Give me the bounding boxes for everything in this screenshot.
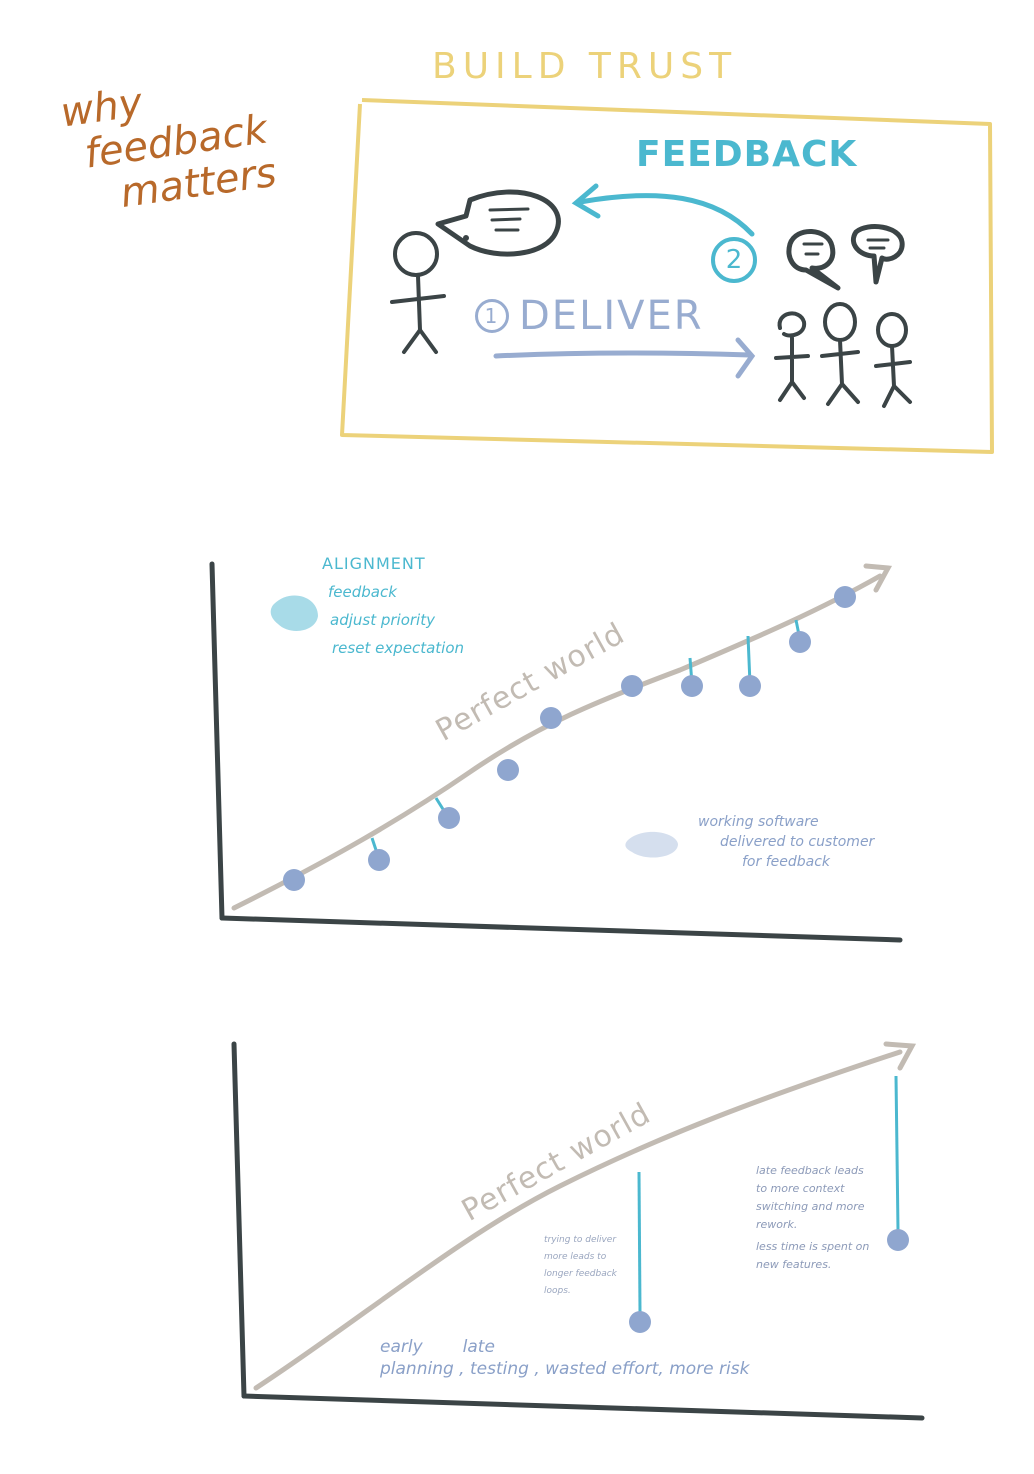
dots-note-line: for feedback (742, 854, 831, 870)
alignment-heading: ALIGNMENT (322, 554, 426, 573)
chart2-dot (887, 1229, 909, 1251)
alignment-item: adjust priority (330, 611, 435, 629)
middle-note-line: more leads to (544, 1252, 607, 1262)
chart1-delivery-swatch (625, 831, 678, 858)
feedback-arrow (571, 183, 755, 237)
deliver-arrow (493, 337, 756, 379)
chart1-dot (789, 631, 811, 653)
early-label: early (380, 1337, 423, 1357)
audience-speech-bubbles (786, 224, 905, 291)
right-note-line: to more context (756, 1182, 845, 1195)
chart2-delivery-dots (629, 1229, 909, 1333)
chart1-dots-note: working software delivered to customer f… (698, 812, 874, 872)
chart1-dot (621, 675, 643, 697)
chart2-middle-note: trying to deliver more leads to longer f… (544, 1232, 617, 1300)
chart2-deviation-stems (637, 1075, 900, 1313)
right-note-line: new features. (756, 1258, 832, 1271)
right-note-line: less time is spent on (756, 1240, 870, 1253)
deliver-text: DELIVER (519, 293, 704, 339)
build-trust-heading: BUILD TRUST (432, 46, 738, 87)
chart2-perfect-world-curve (253, 1041, 917, 1391)
late-label: late (462, 1337, 495, 1357)
middle-note-line: trying to deliver (544, 1235, 617, 1245)
chart1-alignment-swatch (270, 595, 318, 631)
chart1-dot (739, 675, 761, 697)
step-1-badge: 1 (475, 299, 509, 333)
speaker-figure (390, 231, 446, 354)
right-note-line: late feedback leads (756, 1164, 864, 1177)
chart1-dot (834, 586, 856, 608)
feedback-label: FEEDBACK (636, 134, 858, 175)
chart2-bottom-annotation: early late planning , testing , wasted ef… (380, 1336, 749, 1380)
chart1-dot (283, 869, 305, 891)
bottom-line: planning , testing , wasted effort, more… (380, 1359, 750, 1379)
page-title: why feedback matters (58, 64, 279, 223)
trust-frame (340, 98, 994, 454)
right-note-line: switching and more (756, 1200, 865, 1213)
chart2-right-note: late feedback leads to more context swit… (756, 1162, 869, 1274)
chart1-delivery-dots (283, 586, 856, 891)
chart1-dot (497, 759, 519, 781)
chart1-dot (540, 707, 562, 729)
chart2-axes (231, 1041, 925, 1421)
audience-figures (774, 302, 912, 408)
right-note-line: rework. (756, 1218, 798, 1231)
middle-note-line: longer feedback (544, 1269, 617, 1279)
alignment-item: feedback (328, 583, 397, 601)
middle-note-line: loops. (544, 1286, 571, 1296)
chart1-dot (368, 849, 390, 871)
chart1-axes (209, 561, 903, 943)
chart2-dot (629, 1311, 651, 1333)
chart1-dot (681, 675, 703, 697)
chart1-alignment-legend: ALIGNMENT feedback adjust priority reset… (322, 550, 464, 662)
deliver-label: 1 DELIVER (475, 293, 704, 339)
dots-note-line: delivered to customer (720, 834, 875, 850)
step-2-badge: 2 (711, 237, 757, 283)
speaker-speech-bubble (435, 189, 561, 257)
dots-note-line: working software (698, 814, 819, 830)
chart1-dot (438, 807, 460, 829)
alignment-item: reset expectation (332, 639, 464, 657)
